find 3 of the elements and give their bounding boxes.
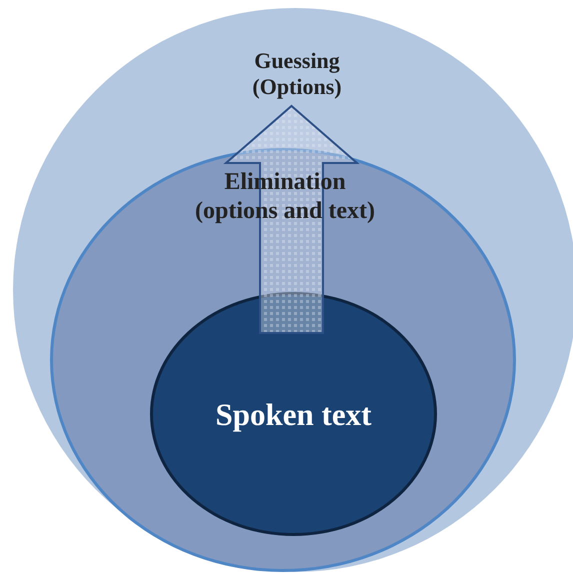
block-arrow xyxy=(223,104,360,334)
outer-label: Guessing (Options) xyxy=(251,48,343,100)
inner-label: Spoken text xyxy=(214,396,372,432)
